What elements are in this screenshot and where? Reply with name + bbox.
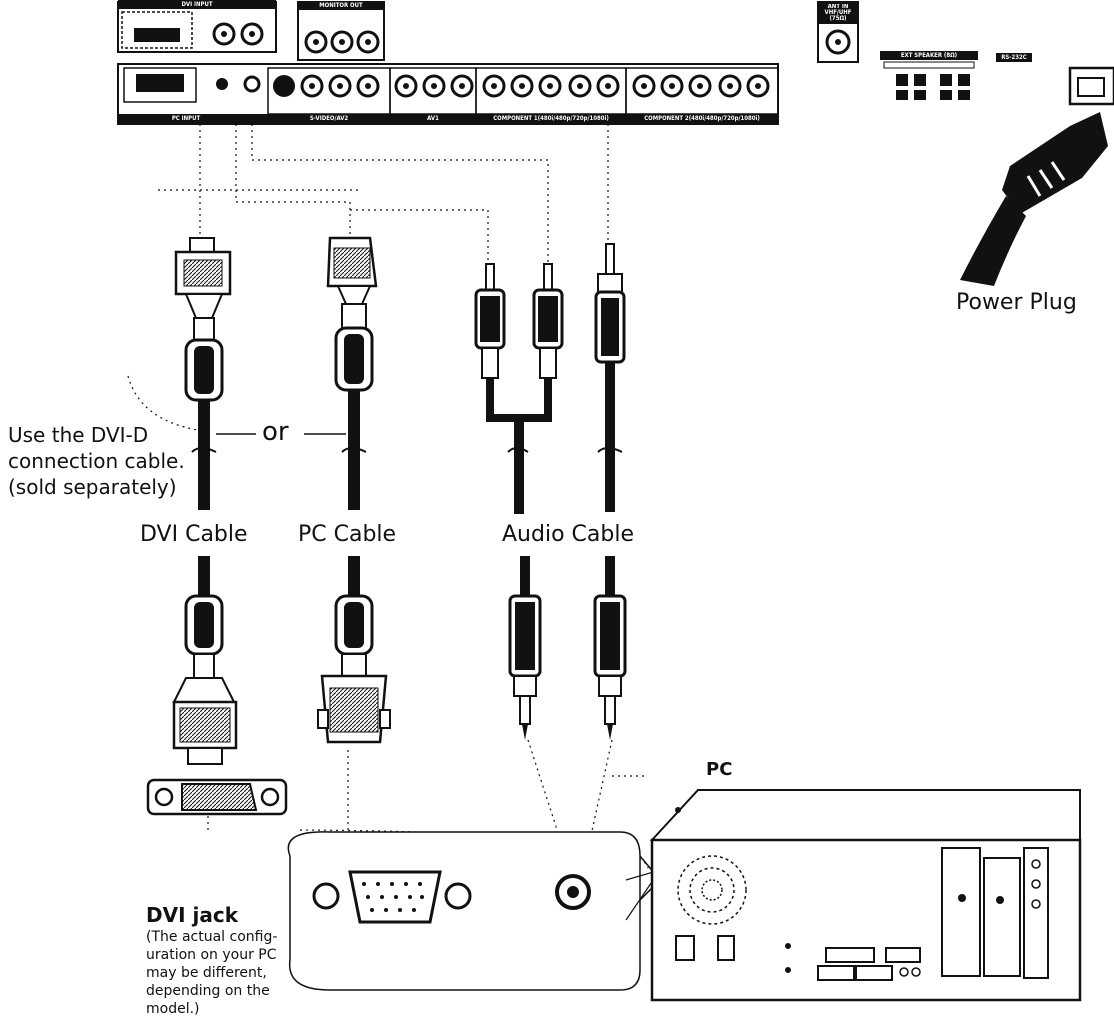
cable-break-marks bbox=[192, 448, 622, 452]
label-svideo-av2: S-VIDEO/AV2 bbox=[268, 114, 390, 124]
label-component1: COMPONENT 1(480i/480p/720p/1080i) bbox=[476, 114, 626, 124]
audio-jack-top bbox=[596, 244, 624, 512]
dvi-jack-title: DVI jack bbox=[146, 904, 238, 927]
label-component2: COMPONENT 2(480i/480p/720p/1080i) bbox=[626, 114, 778, 124]
power-plug-icon bbox=[960, 68, 1114, 286]
power-plug-label: Power Plug bbox=[956, 290, 1077, 315]
dvi-cable-label: DVI Cable bbox=[140, 522, 248, 547]
label-rs232c: RS-232C bbox=[996, 53, 1032, 62]
audio-cable-label: Audio Cable bbox=[502, 522, 634, 547]
or-label: or bbox=[262, 418, 289, 448]
dvi-panel-jacks bbox=[214, 24, 262, 44]
dvi-note-line1: Use the DVI-D bbox=[8, 424, 148, 447]
label-dvi-input: DVI INPUT bbox=[118, 0, 276, 9]
tv-back-panel bbox=[118, 2, 1032, 124]
dvi-cable-bottom bbox=[174, 556, 236, 764]
label-pc-input: PC INPUT bbox=[126, 114, 246, 124]
pc-cable-bottom bbox=[318, 556, 390, 742]
dvi-note-line2: connection cable. bbox=[8, 450, 185, 473]
pc-connector-closeup bbox=[288, 832, 660, 990]
audio-cable-bottom-left bbox=[510, 556, 540, 740]
pc-tower-icon bbox=[652, 790, 1080, 1000]
dvi-note-line3: (sold separately) bbox=[8, 476, 177, 499]
label-av1: AV1 bbox=[390, 114, 476, 124]
dvi-jack-icon bbox=[148, 780, 286, 814]
label-ant-in: ANT IN VHF/UHF (75Ω) bbox=[818, 4, 858, 22]
label-monitor-out: MONITOR OUT bbox=[298, 1, 384, 10]
pc-label: PC bbox=[706, 760, 732, 781]
audio-cable-bottom-right bbox=[595, 556, 625, 740]
pc-cable-top bbox=[328, 238, 376, 510]
audio-rca-plugs bbox=[476, 264, 562, 514]
label-ext-speaker: EXT SPEAKER (8Ω) bbox=[880, 51, 978, 60]
pc-cable-label: PC Cable bbox=[298, 522, 396, 547]
dvi-jack-note: (The actual config-uration on your PC ma… bbox=[146, 928, 306, 1018]
